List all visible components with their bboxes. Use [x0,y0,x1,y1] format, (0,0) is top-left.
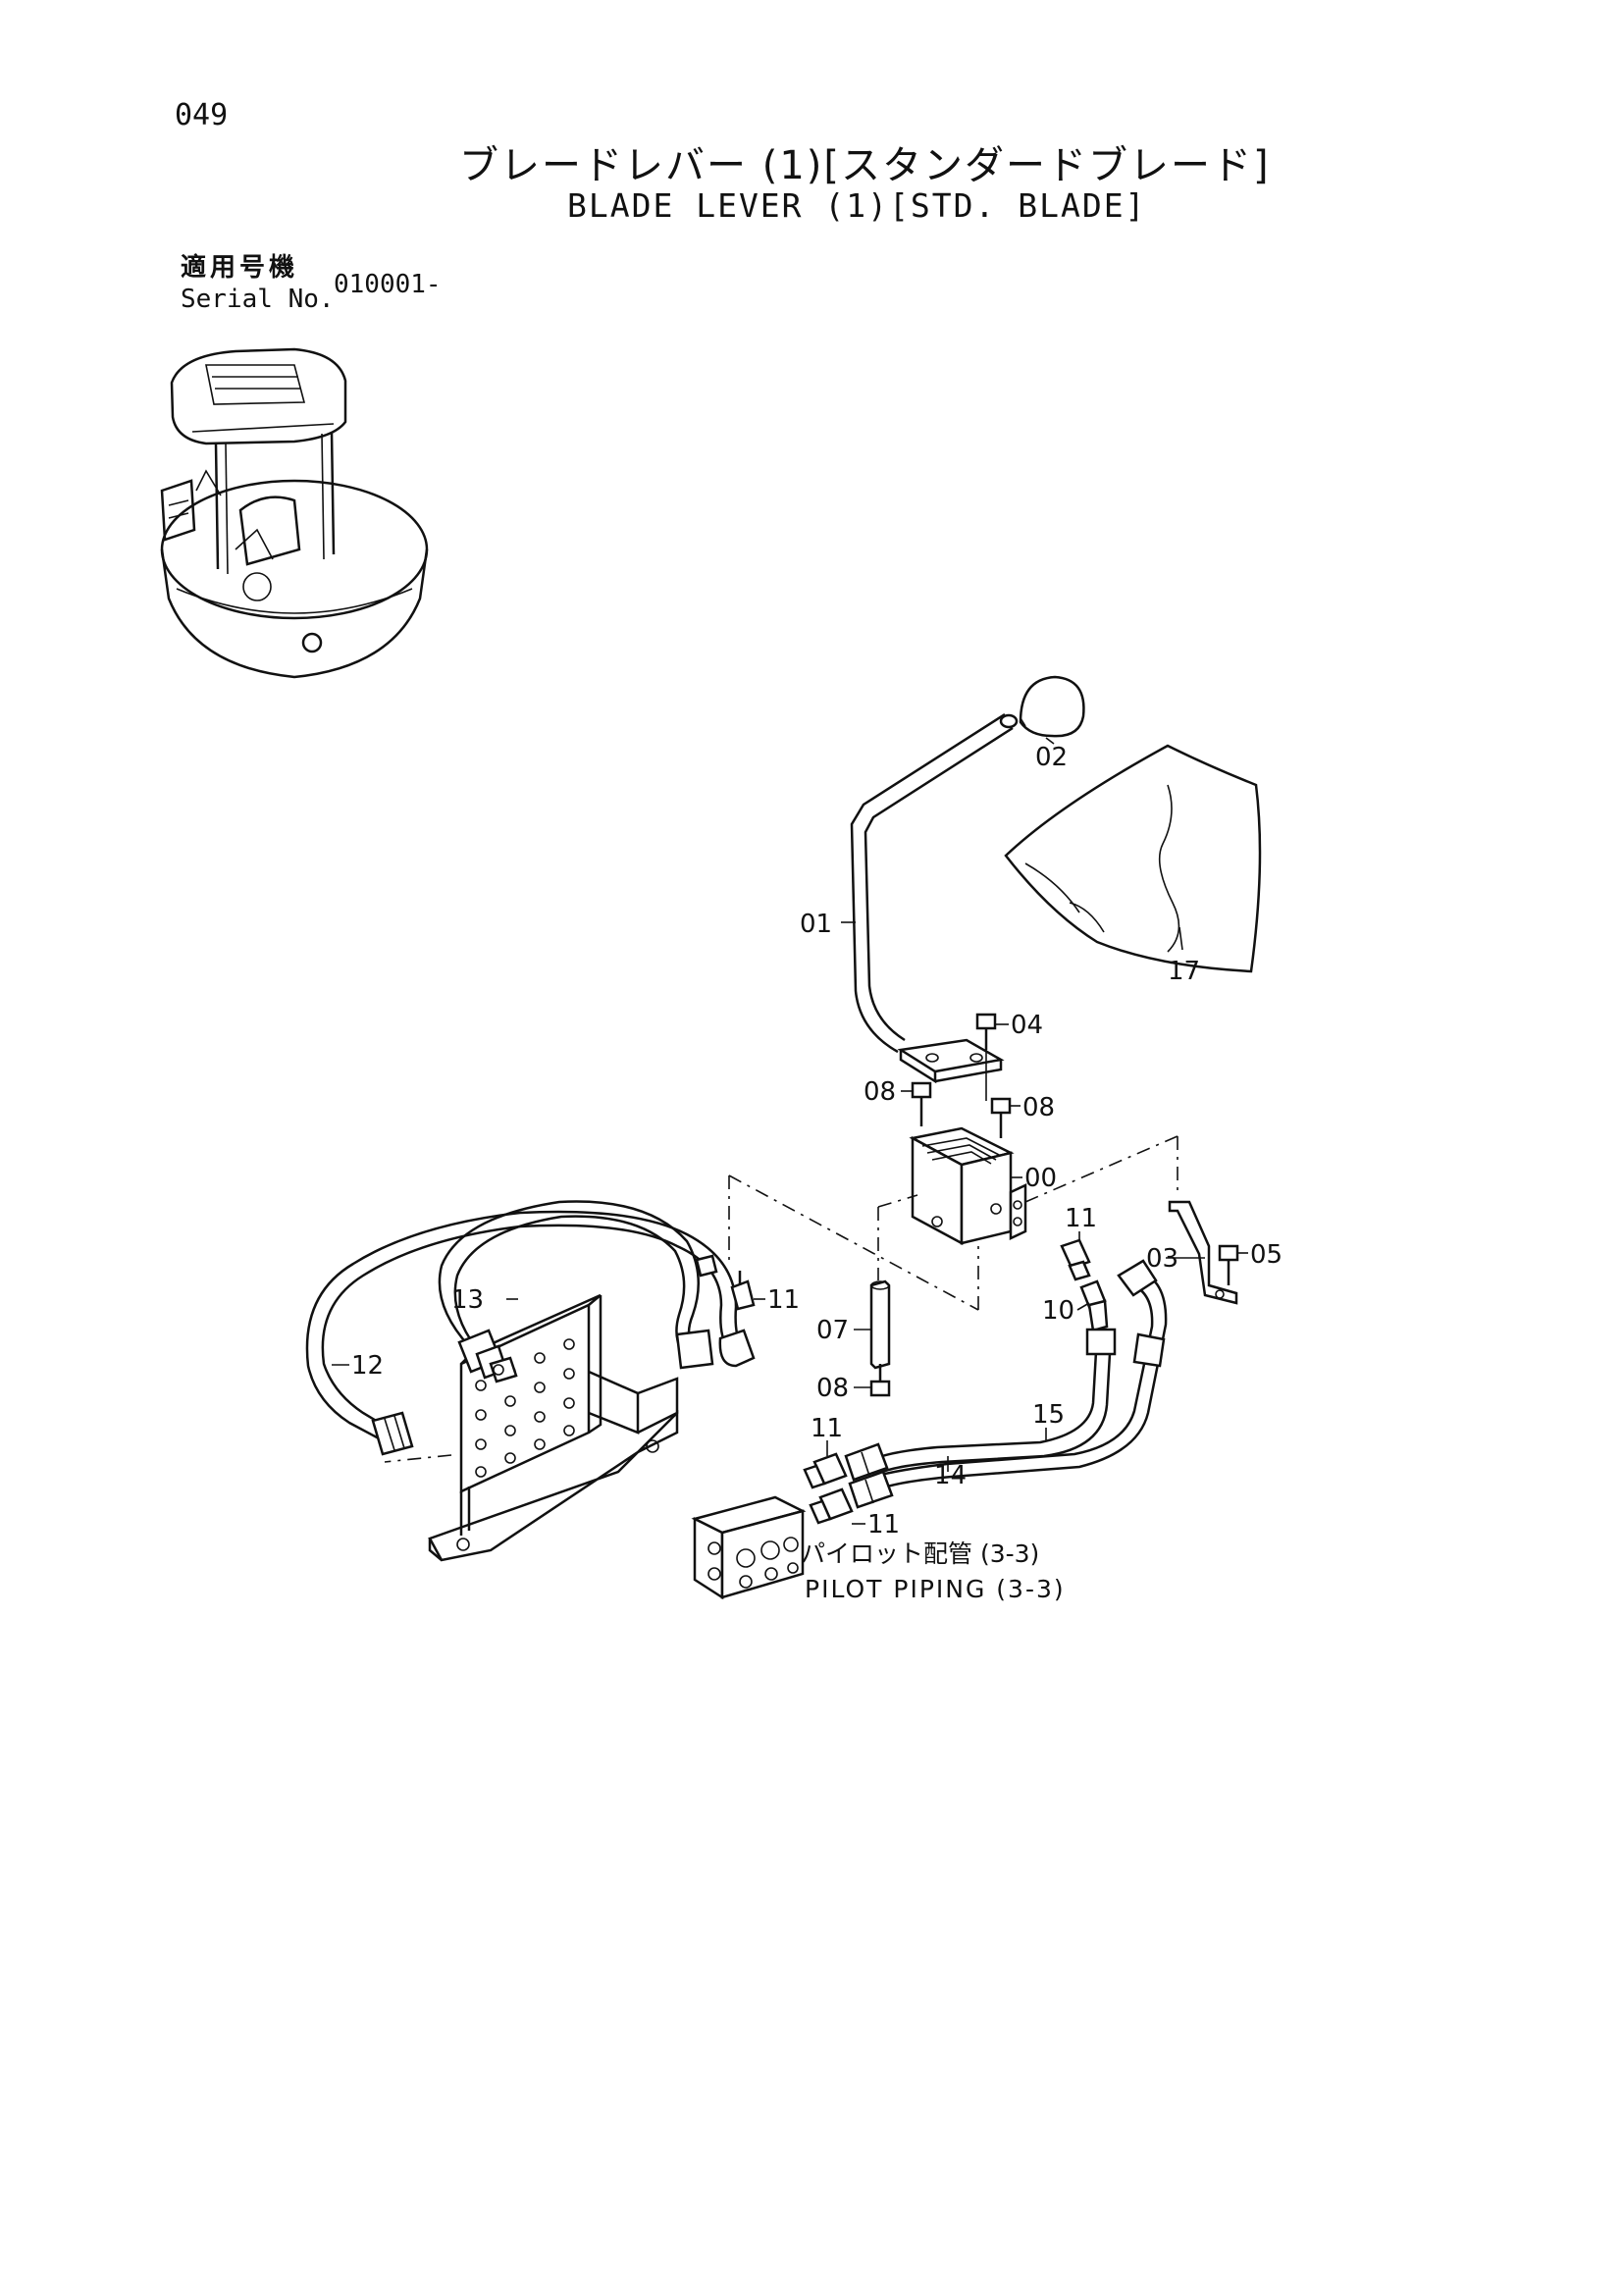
page-title-jp: ブレードレバー (1)[スタンダードブレード] [459,143,1271,188]
part-05-bolt [1218,1244,1239,1285]
stand-holes [475,1338,575,1478]
reference-note: パイロット配管 (3-3) PILOT PIPING (3-3) [801,1539,1066,1603]
callout-11-lower: 11 [867,1510,900,1539]
callout-13: 13 [451,1285,484,1315]
callout-11-valve: 11 [1065,1204,1097,1233]
part-11-fitting-left [695,1254,756,1311]
callout-14: 14 [934,1461,967,1490]
machine-thumbnail [160,347,429,679]
stand-fittings [475,1344,518,1383]
part-15-hose [867,1328,1117,1476]
callout-00: 00 [1024,1164,1057,1193]
callout-11-upper: 11 [811,1414,843,1443]
callout-01: 01 [800,910,832,939]
part-00-valve [909,1126,1027,1246]
serial-label-en: Serial No. [181,285,335,314]
part-11-fitting-valve [1060,1238,1091,1281]
part-03-bracket [1168,1200,1238,1305]
part-11-fitting-lower [809,1487,854,1525]
serial-value: 010001- [334,270,442,299]
part-14-hose [872,1259,1168,1491]
part-08-bolt-left [911,1081,932,1126]
reference-en: PILOT PIPING (3-3) [805,1575,1066,1603]
serial-label-jp: 適用号機 [181,253,299,283]
part-10-elbow [1079,1279,1109,1332]
part-01-lever [850,712,1019,1054]
callout-12: 12 [351,1351,384,1381]
part-07-spacer [869,1279,891,1370]
part-11-fitting-upper [803,1452,848,1489]
reference-jp: パイロット配管 (3-3) [801,1539,1039,1568]
callout-08-lower: 08 [816,1374,849,1403]
leader-lines [332,737,1248,1525]
callout-02: 02 [1035,743,1068,772]
callout-11-left: 11 [767,1285,800,1315]
callout-07: 07 [816,1316,849,1345]
callout-15: 15 [1032,1400,1065,1430]
part-17-boot [1004,744,1262,973]
pilot-block [691,1495,807,1600]
page-number: 049 [175,98,229,132]
part-08-bolt-right [990,1097,1012,1138]
callout-10: 10 [1042,1296,1074,1326]
part-02-knob [1019,675,1085,738]
callout-08-right: 08 [1022,1093,1055,1122]
part-04-bolt [975,1013,997,1050]
hose-end-fittings-lower [844,1442,894,1509]
callout-labels: 01 02 17 04 08 08 00 11 03 05 10 11 13 1… [351,743,1283,1539]
callout-04: 04 [1011,1011,1043,1040]
lever-bracket [897,1032,1005,1101]
part-08-bolt-lower [869,1364,891,1397]
callout-17: 17 [1168,957,1200,986]
callout-08-left: 08 [864,1077,896,1107]
callout-03: 03 [1146,1244,1178,1274]
page-title-en: BLADE LEVER (1)[STD. BLADE] [567,186,1147,225]
callout-05: 05 [1250,1240,1283,1270]
